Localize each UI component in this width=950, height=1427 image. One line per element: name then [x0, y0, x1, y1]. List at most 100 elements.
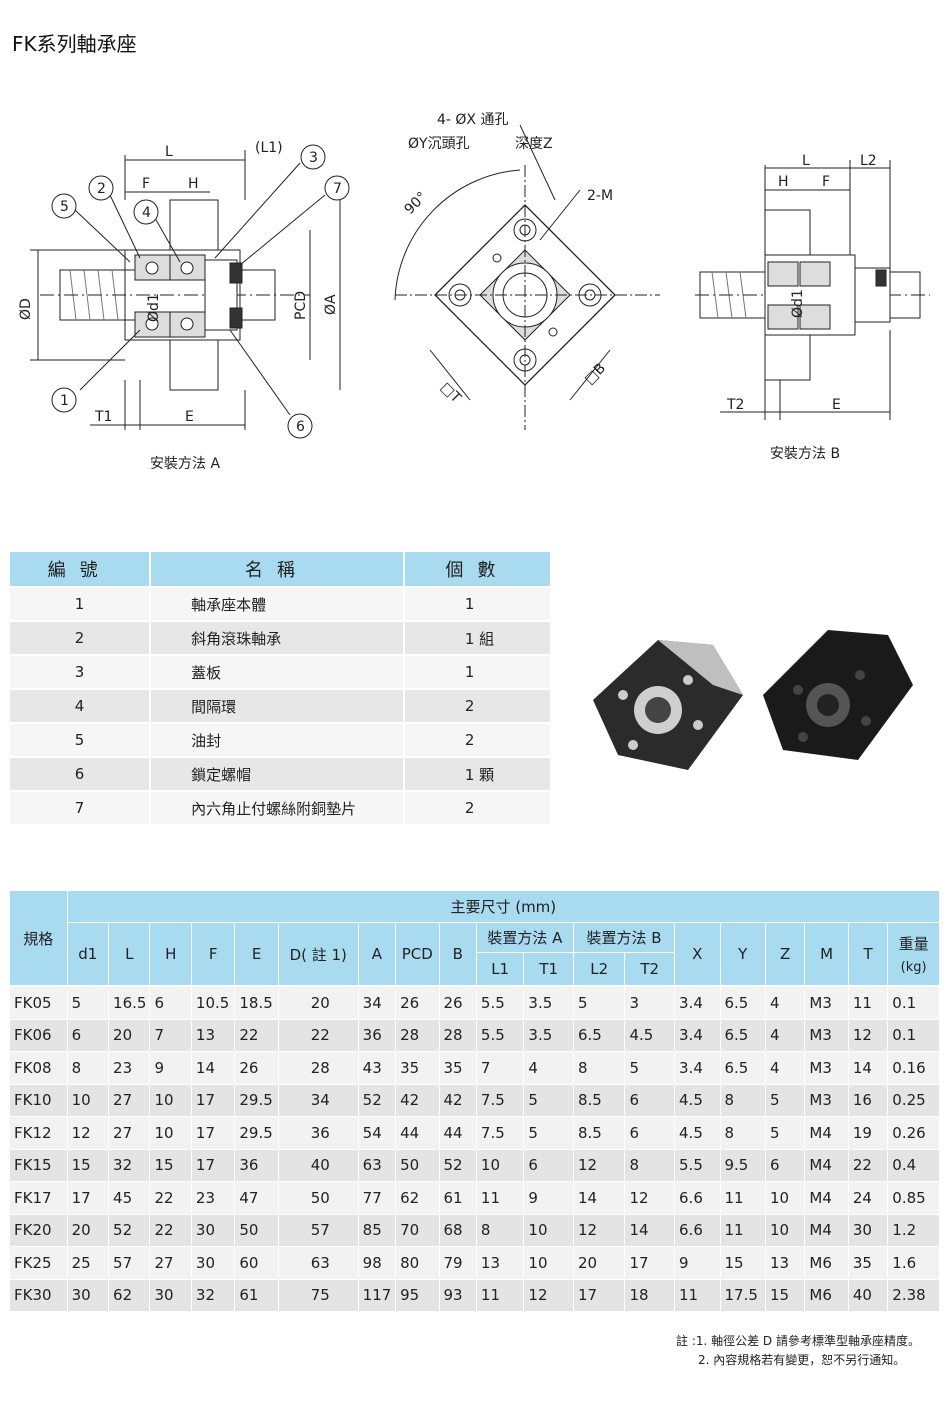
spec-value-cell: 30	[67, 1278, 110, 1311]
spec-value-cell: 2.38	[888, 1278, 940, 1311]
spec-value-cell: 14	[573, 1181, 626, 1214]
spec-col-l2: L2	[573, 953, 626, 986]
spec-value-cell: 28	[439, 1018, 477, 1051]
spec-value-cell: 5	[573, 986, 626, 1019]
spec-value-cell: 10	[765, 1213, 806, 1246]
spec-value-cell: 22	[150, 1181, 192, 1214]
spec-value-cell: 11	[476, 1278, 525, 1311]
spec-value-cell: 17	[191, 1116, 236, 1149]
spec-value-cell: 10	[150, 1116, 192, 1149]
spec-value-cell: 5	[67, 986, 110, 1019]
spec-value-cell: 5.5	[675, 1148, 721, 1181]
spec-value-cell: 6.5	[720, 1051, 766, 1084]
footnotes: 註 :1. 軸徑公差 D 請參考標準型軸承座精度。 2. 內容規格若有變更，恕不…	[676, 1332, 920, 1370]
spec-value-cell: M3	[805, 1051, 849, 1084]
spec-value-cell: 70	[396, 1213, 440, 1246]
spec-value-cell: 5	[524, 1116, 574, 1149]
part-no: 5	[10, 722, 152, 756]
spec-value-cell: 11	[720, 1181, 766, 1214]
spec-value-cell: 15	[720, 1246, 766, 1279]
spec-value-cell: 36	[358, 1018, 397, 1051]
spec-value-cell: 22	[278, 1018, 359, 1051]
spec-value-cell: 9	[524, 1181, 574, 1214]
spec-value-cell: M6	[805, 1278, 849, 1311]
part-no: 2	[10, 620, 152, 654]
spec-value-cell: 30	[848, 1213, 889, 1246]
spec-value-cell: 98	[358, 1246, 397, 1279]
spec-header-method-a: 裝置方法 A	[476, 923, 574, 953]
spec-value-cell: 1.6	[888, 1246, 940, 1279]
spec-value-cell: 13	[191, 1018, 236, 1051]
spec-value-cell: 15	[67, 1148, 110, 1181]
part-no: 4	[10, 688, 152, 722]
spec-value-cell: 0.16	[888, 1051, 940, 1084]
spec-table: 規格 主要尺寸 (mm) d1 L H F E D( 註 1) A PCD B …	[10, 891, 940, 1311]
part-no: 1	[10, 586, 152, 620]
spec-value-cell: 7.5	[476, 1083, 525, 1116]
spec-col: A	[358, 923, 397, 986]
spec-value-cell: 3.4	[675, 1018, 721, 1051]
spec-model-cell: FK30	[10, 1278, 68, 1311]
spec-value-cell: 24	[848, 1181, 889, 1214]
balloon-6: 6	[296, 419, 305, 435]
dim-l-b: L	[802, 153, 810, 169]
spec-value-cell: 20	[109, 1018, 151, 1051]
spec-value-cell: 32	[109, 1148, 151, 1181]
spec-value-cell: 6.6	[675, 1213, 721, 1246]
spec-value-cell: 117	[358, 1278, 397, 1311]
spec-col-l1: L1	[476, 953, 525, 986]
spec-value-cell: 35	[439, 1051, 477, 1084]
spec-value-cell: 8.5	[573, 1116, 626, 1149]
spec-value-cell: 44	[439, 1116, 477, 1149]
label-angle: 90°	[402, 189, 431, 218]
spec-value-cell: M3	[805, 986, 849, 1019]
part-qty: 2	[404, 688, 552, 722]
spec-value-cell: 27	[109, 1116, 151, 1149]
spec-value-cell: 93	[439, 1278, 477, 1311]
spec-value-cell: 17	[191, 1148, 236, 1181]
spec-col: H	[150, 923, 192, 986]
spec-value-cell: 0.85	[888, 1181, 940, 1214]
spec-value-cell: 0.1	[888, 1018, 940, 1051]
spec-value-cell: 7.5	[476, 1116, 525, 1149]
spec-col: Z	[765, 923, 806, 986]
spec-value-cell: 25	[67, 1246, 110, 1279]
part-qty: 1 組	[404, 620, 552, 654]
dim-d1-a: Ød1	[146, 293, 162, 322]
part-name: 間隔環	[151, 688, 405, 722]
spec-value-cell: 20	[67, 1213, 110, 1246]
part-qty: 1 顆	[404, 756, 552, 790]
spec-value-cell: 20	[573, 1246, 626, 1279]
spec-model-cell: FK05	[10, 986, 68, 1019]
spec-value-cell: 12	[67, 1116, 110, 1149]
spec-value-cell: 12	[848, 1018, 889, 1051]
part-qty: 1	[404, 654, 552, 688]
spec-value-cell: 3.4	[675, 1051, 721, 1084]
spec-model-cell: FK10	[10, 1083, 68, 1116]
spec-header-method-b: 裝置方法 B	[573, 923, 676, 953]
spec-value-cell: 8.5	[573, 1083, 626, 1116]
spec-value-cell: 26	[235, 1051, 279, 1084]
spec-value-cell: 10	[524, 1213, 574, 1246]
spec-value-cell: 68	[439, 1213, 477, 1246]
balloon-2: 2	[97, 181, 106, 197]
spec-value-cell: 5	[765, 1083, 806, 1116]
spec-value-cell: 62	[109, 1278, 151, 1311]
part-no: 3	[10, 654, 152, 688]
spec-value-cell: M4	[805, 1181, 849, 1214]
spec-value-cell: 19	[848, 1116, 889, 1149]
spec-value-cell: 16.5	[109, 986, 151, 1019]
label-b: □B	[582, 360, 609, 387]
spec-value-cell: 28	[396, 1018, 440, 1051]
spec-value-cell: M6	[805, 1246, 849, 1279]
dim-t2: T2	[726, 397, 744, 413]
spec-value-cell: 22	[235, 1018, 279, 1051]
